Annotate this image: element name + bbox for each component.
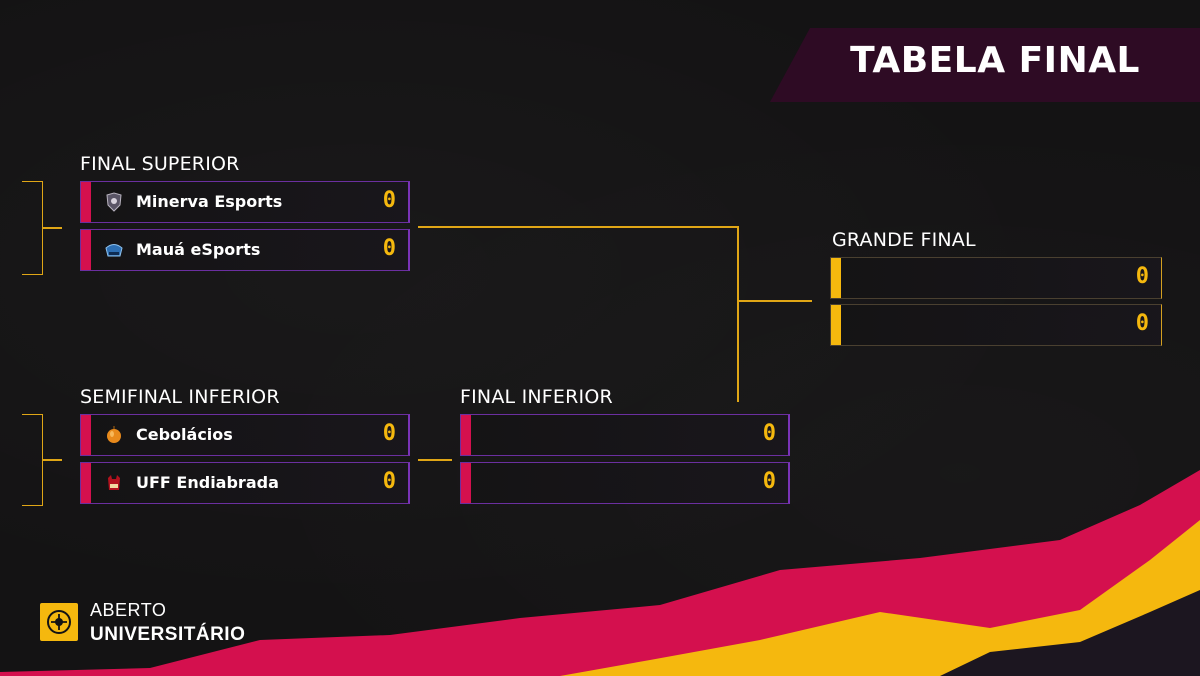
match-row[interactable]: 0 xyxy=(830,304,1162,346)
team-score: 0 xyxy=(382,236,396,261)
section-final-inferior: FINAL INFERIOR xyxy=(460,386,613,408)
row-accent xyxy=(81,463,91,503)
row-accent xyxy=(831,305,841,345)
row-accent xyxy=(831,258,841,298)
match-row[interactable]: Cebolácios 0 xyxy=(80,414,410,456)
bracket-final-superior xyxy=(22,181,43,275)
match-row[interactable]: Mauá eSports 0 xyxy=(80,229,410,271)
brand-line2: UNIVERSITÁRIO xyxy=(90,624,246,645)
onion-logo-icon xyxy=(103,424,125,446)
brand-logo-icon xyxy=(40,603,78,641)
team-name: Mauá eSports xyxy=(136,240,261,259)
match-row[interactable]: 0 xyxy=(830,257,1162,299)
connector-vertical xyxy=(737,226,739,402)
row-accent xyxy=(81,415,91,455)
row-accent xyxy=(81,230,91,270)
minerva-logo-icon xyxy=(103,191,125,213)
uff-logo-icon xyxy=(103,472,125,494)
wave-dark xyxy=(940,590,1200,676)
section-semifinal-inferior: SEMIFINAL INFERIOR xyxy=(80,386,280,408)
brand-line1: ABERTO xyxy=(90,600,167,620)
wave-yellow xyxy=(560,520,1200,676)
connector-to-grande-final xyxy=(737,300,812,302)
team-score: 0 xyxy=(1135,264,1149,289)
section-final-superior: FINAL SUPERIOR xyxy=(80,153,240,175)
team-name: Cebolácios xyxy=(136,425,233,444)
bracket-stem xyxy=(42,227,62,229)
bracket-semifinal-inferior xyxy=(22,414,43,506)
connector-semi-to-final-inferior xyxy=(418,459,452,461)
team-score: 0 xyxy=(382,421,396,446)
section-grande-final: GRANDE FINAL xyxy=(832,229,976,251)
team-score: 0 xyxy=(382,188,396,213)
team-score: 0 xyxy=(762,421,776,446)
team-score: 0 xyxy=(762,469,776,494)
title-banner xyxy=(770,28,1200,102)
match-row[interactable]: Minerva Esports 0 xyxy=(80,181,410,223)
row-accent xyxy=(461,415,471,455)
team-score: 0 xyxy=(382,469,396,494)
connector-upper xyxy=(418,226,738,228)
team-score: 0 xyxy=(1135,311,1149,336)
match-row[interactable]: UFF Endiabrada 0 xyxy=(80,462,410,504)
maua-logo-icon xyxy=(103,239,125,261)
match-row[interactable]: 0 xyxy=(460,414,790,456)
row-accent xyxy=(461,463,471,503)
team-name: Minerva Esports xyxy=(136,192,283,211)
row-accent xyxy=(81,182,91,222)
bracket-stem xyxy=(42,459,62,461)
page-title: TABELA FINAL xyxy=(850,40,1140,81)
team-name: UFF Endiabrada xyxy=(136,473,279,492)
match-row[interactable]: 0 xyxy=(460,462,790,504)
